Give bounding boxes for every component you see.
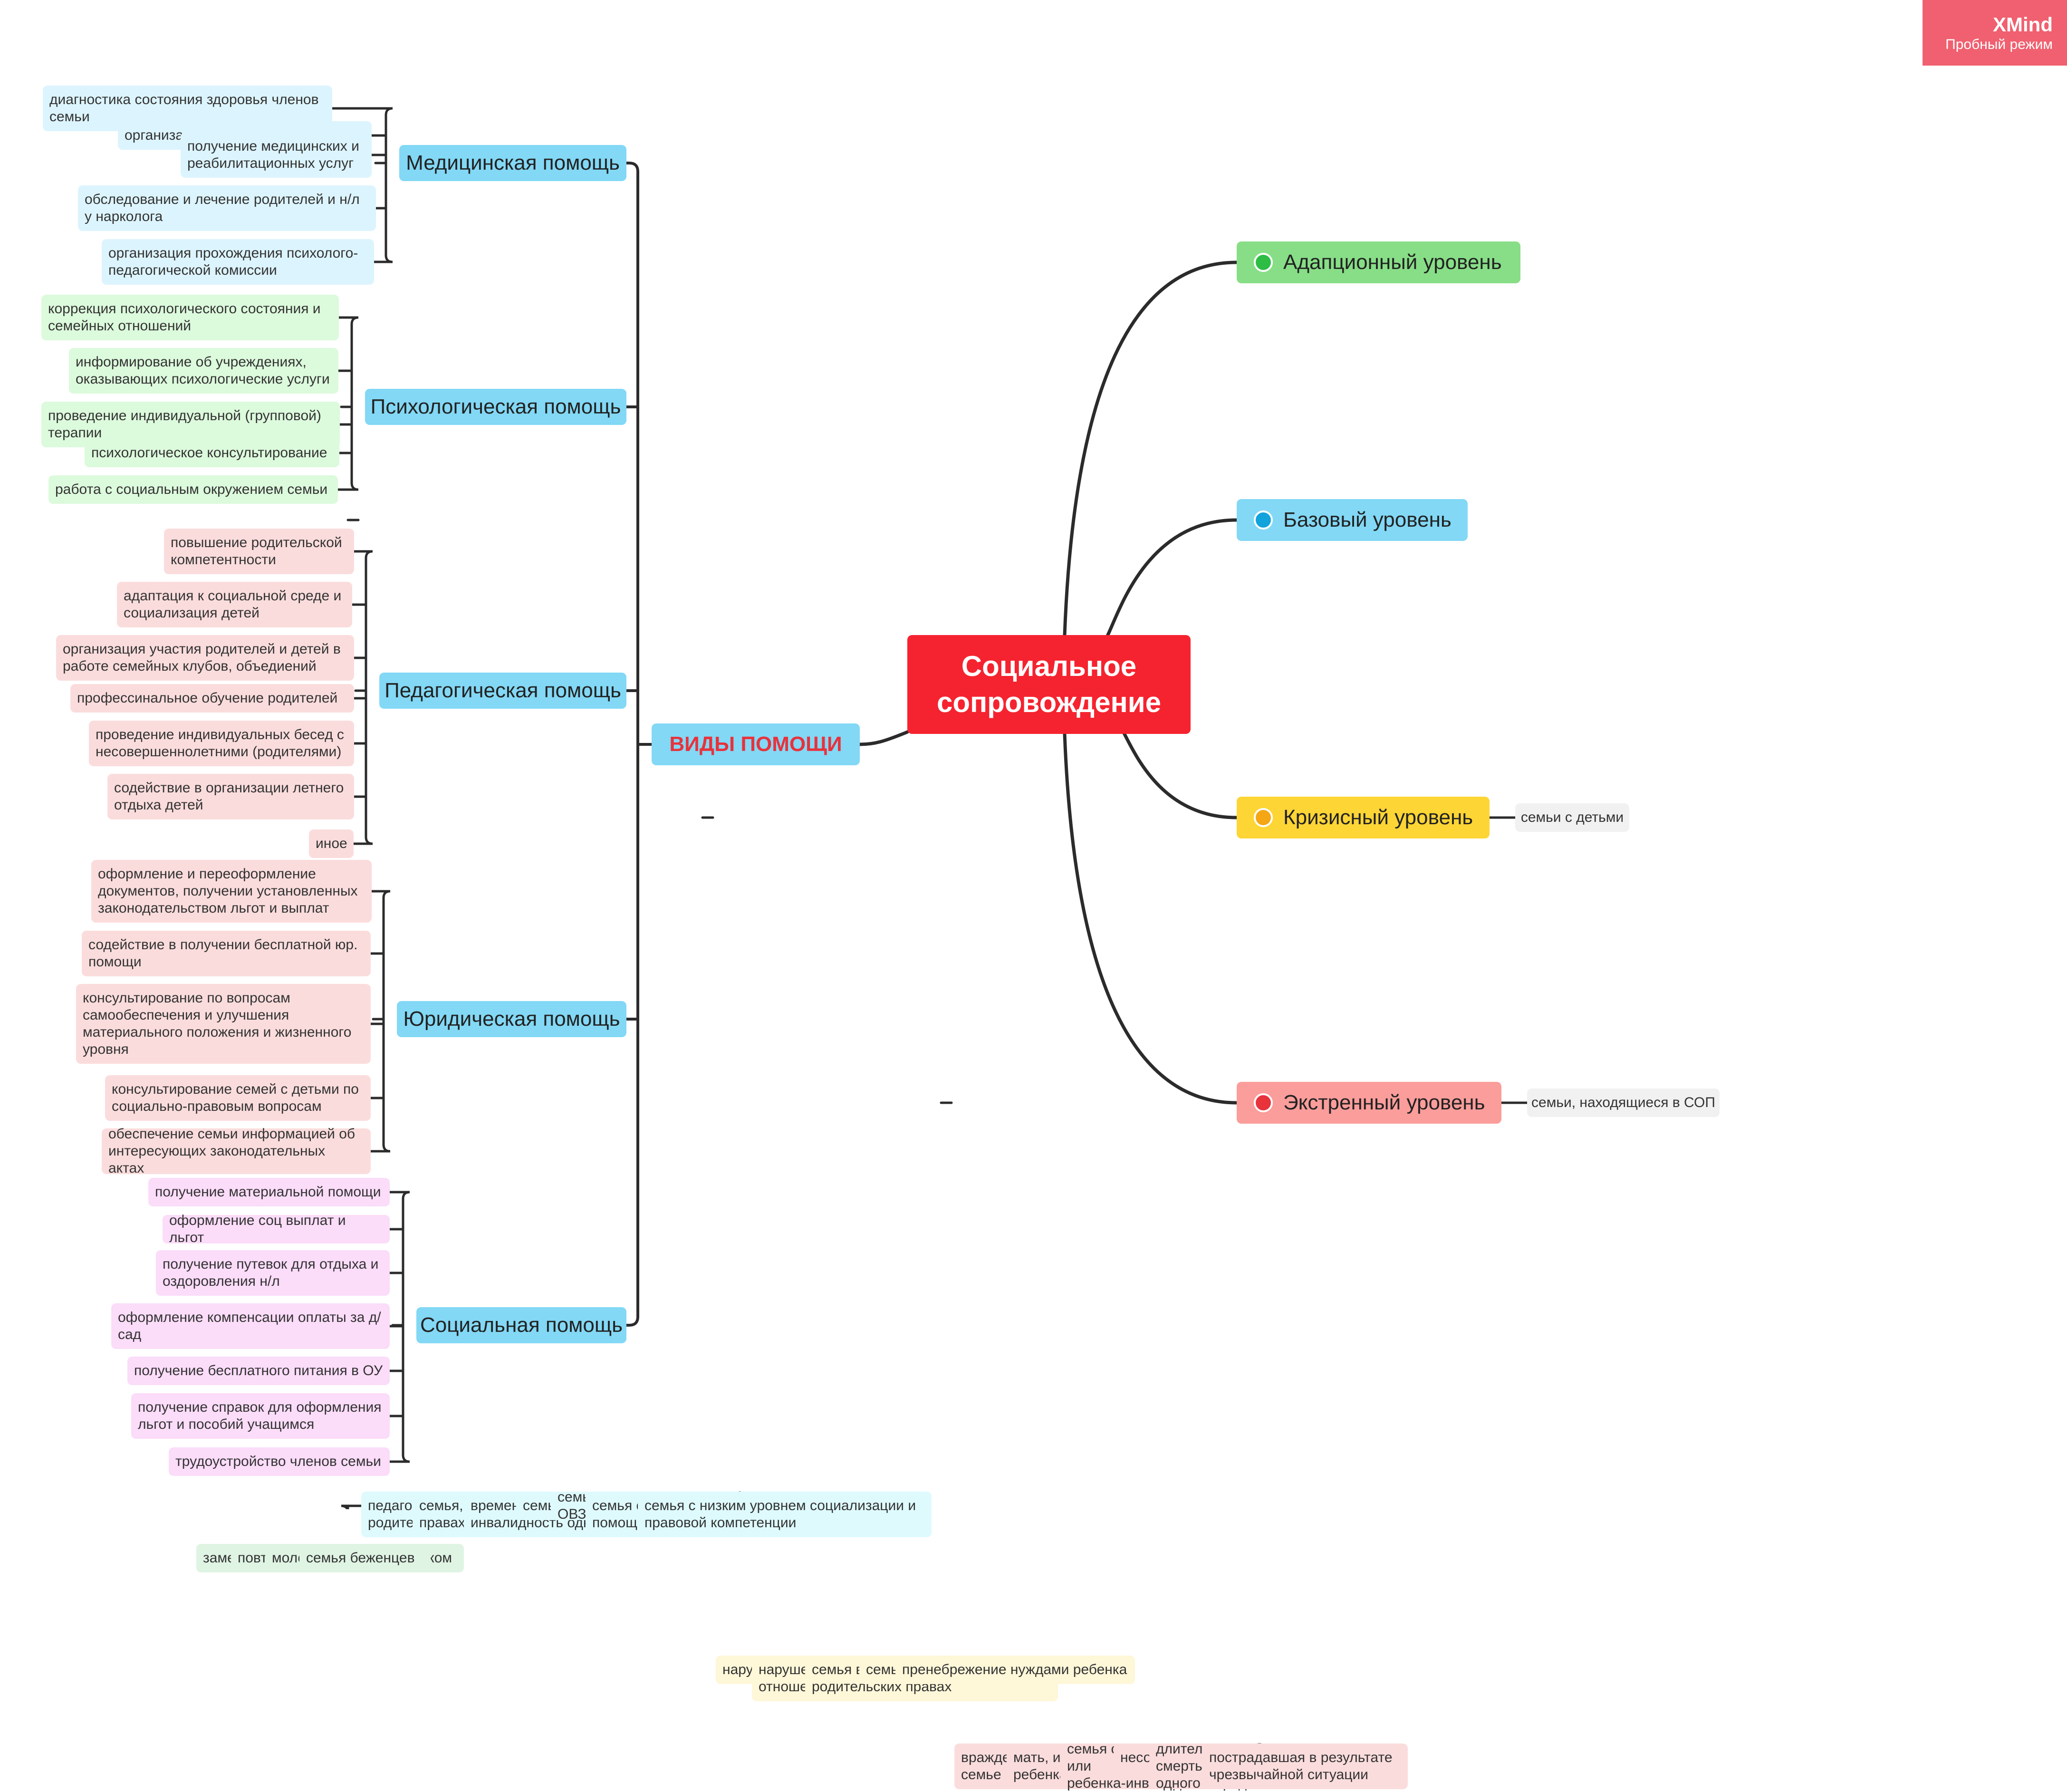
level-crisis-subgroup[interactable]: семьи с детьми — [1515, 803, 1629, 832]
category-psychological-branch — [336, 482, 359, 491]
xmind-brand: XMind — [1993, 13, 2053, 36]
central-to-emergency-line — [1063, 732, 1239, 1105]
category-psychological-help[interactable]: Психологическая помощь — [365, 389, 626, 425]
leaf-social-item[interactable]: трудоустройство членов семьи — [169, 1447, 390, 1476]
leaf-social-item[interactable]: оформление компенсации оплаты за д/ сад — [111, 1303, 390, 1349]
leaf-social-item[interactable]: оформление соц выплат и льгот — [163, 1213, 390, 1245]
category-pedagogical-branch — [352, 836, 373, 845]
level-status-dot-icon — [1254, 1093, 1273, 1112]
leaf-medical-item[interactable]: обследование и лечение родителей и н/л у… — [78, 185, 376, 231]
level-adaptation[interactable]: Адапционный уровень — [1237, 241, 1520, 283]
level-label: Кризисный уровень — [1283, 806, 1473, 829]
leaf-psychological-item[interactable]: психологическое консультирование — [85, 439, 339, 467]
leaf-legal-item[interactable]: оформление и переоформление документов, … — [91, 860, 372, 923]
central-to-basic-line — [1101, 518, 1239, 644]
mind-map-canvas: Социальное сопровождение ВИДЫ ПОМОЩИ XMi… — [41, 0, 2067, 1791]
level-label: Базовый уровень — [1283, 508, 1452, 531]
category-legal-branch — [369, 1143, 391, 1153]
hub-topic-types-of-help[interactable]: ВИДЫ ПОМОЩИ — [652, 723, 860, 765]
xmind-trial-badge: XMind Пробный режим — [1923, 0, 2067, 66]
leaf-legal-item[interactable]: содействие в получении бесплатной юр. по… — [82, 931, 371, 976]
leaf-pedagogical-item[interactable]: организация участия родителей и детей в … — [56, 635, 354, 681]
level-basic-branch — [341, 1504, 552, 1509]
central-to-crisis-line — [1110, 720, 1239, 819]
hub-branch-line — [625, 162, 639, 173]
leaf-pedagogical-item[interactable]: проведение индивидуальных бесед с несове… — [89, 721, 354, 766]
level-crisis[interactable]: Кризисный уровень — [1237, 797, 1490, 838]
leaf-basic-item[interactable]: семья с низким уровнем социализации и пр… — [638, 1492, 932, 1537]
leaf-pedagogical-item[interactable]: содействие в организации летнего отдыха … — [107, 774, 354, 819]
central-to-adaptation-line — [1063, 260, 1239, 637]
trial-mode-label: Пробный режим — [1945, 37, 2053, 52]
leaf-legal-item[interactable]: консультирование по вопросам самообеспеч… — [76, 984, 371, 1064]
leaf-social-item[interactable]: получение путевок для отдыха и оздоровле… — [156, 1250, 390, 1296]
category-pedagogical-help[interactable]: Педагогическая помощь — [379, 673, 626, 709]
leaf-crisis-item[interactable]: пренебрежение нуждами ребенка — [895, 1656, 1135, 1684]
level-emergency-subgroup[interactable]: семьи, находящиеся в СОП — [1527, 1089, 1720, 1117]
leaf-psychological-item[interactable]: работа с социальным окружением семьи — [48, 475, 338, 504]
category-social-help[interactable]: Социальная помощь — [416, 1307, 626, 1343]
category-medical-help[interactable]: Медицинская помощь — [399, 145, 626, 181]
leaf-pedagogical-item[interactable]: адаптация к социальной среде и социализа… — [117, 582, 352, 627]
category-pedagogical-branch — [353, 550, 373, 559]
leaf-psychological-item[interactable]: коррекция психологического состояния и с… — [41, 295, 339, 340]
level-label: Адапционный уровень — [1283, 250, 1502, 274]
leaf-pedagogical-item[interactable]: профессинальное обучение родителей — [70, 684, 354, 713]
leaf-social-item[interactable]: получение бесплатного питания в ОУ — [127, 1357, 390, 1385]
category-social-branch — [388, 1454, 410, 1463]
leaf-social-item[interactable]: получение справок для оформления льгот и… — [131, 1393, 390, 1439]
leaf-adaptation-item[interactable]: семья беженцев — [299, 1544, 431, 1572]
level-basic[interactable]: Базовый уровень — [1237, 499, 1468, 541]
leaf-pedagogical-item[interactable]: иное — [309, 829, 354, 858]
leaf-legal-item[interactable]: консультирование семей с детьми по социа… — [105, 1075, 371, 1121]
leaf-emergency-item[interactable]: пострадавшая в результате чрезвычайной с… — [1202, 1744, 1400, 1789]
leaf-legal-item[interactable]: обеспечение семьи информацией об интерес… — [102, 1126, 371, 1176]
leaf-social-item[interactable]: получение материальной помощи — [148, 1178, 390, 1206]
hub-branch-line — [625, 1315, 639, 1327]
leaf-psychological-item[interactable]: информирование об учреждениях, оказывающ… — [69, 348, 338, 394]
category-medical-branch — [331, 107, 393, 116]
category-psychological-branch — [337, 316, 359, 326]
leaf-medical-item[interactable]: получение медицинских и реабилитационных… — [181, 132, 372, 178]
category-legal-branch — [370, 890, 391, 899]
leaf-pedagogical-item[interactable]: повышение родительской компетентности — [164, 529, 354, 574]
level-label: Экстренный уровень — [1283, 1091, 1485, 1114]
category-medical-branch — [373, 254, 393, 263]
level-emergency[interactable]: Экстренный уровень — [1237, 1082, 1501, 1124]
connector-lines — [182, 107, 1529, 1509]
level-status-dot-icon — [1254, 808, 1273, 827]
category-legal-help[interactable]: Юридическая помощь — [397, 1001, 626, 1037]
category-social-branch — [388, 1191, 410, 1200]
central-to-hub-line — [858, 730, 909, 746]
leaf-medical-item[interactable]: организация прохождения психолого- педаг… — [102, 239, 374, 285]
central-topic[interactable]: Социальное сопровождение — [907, 635, 1191, 734]
level-status-dot-icon — [1254, 253, 1273, 272]
level-status-dot-icon — [1254, 511, 1273, 530]
